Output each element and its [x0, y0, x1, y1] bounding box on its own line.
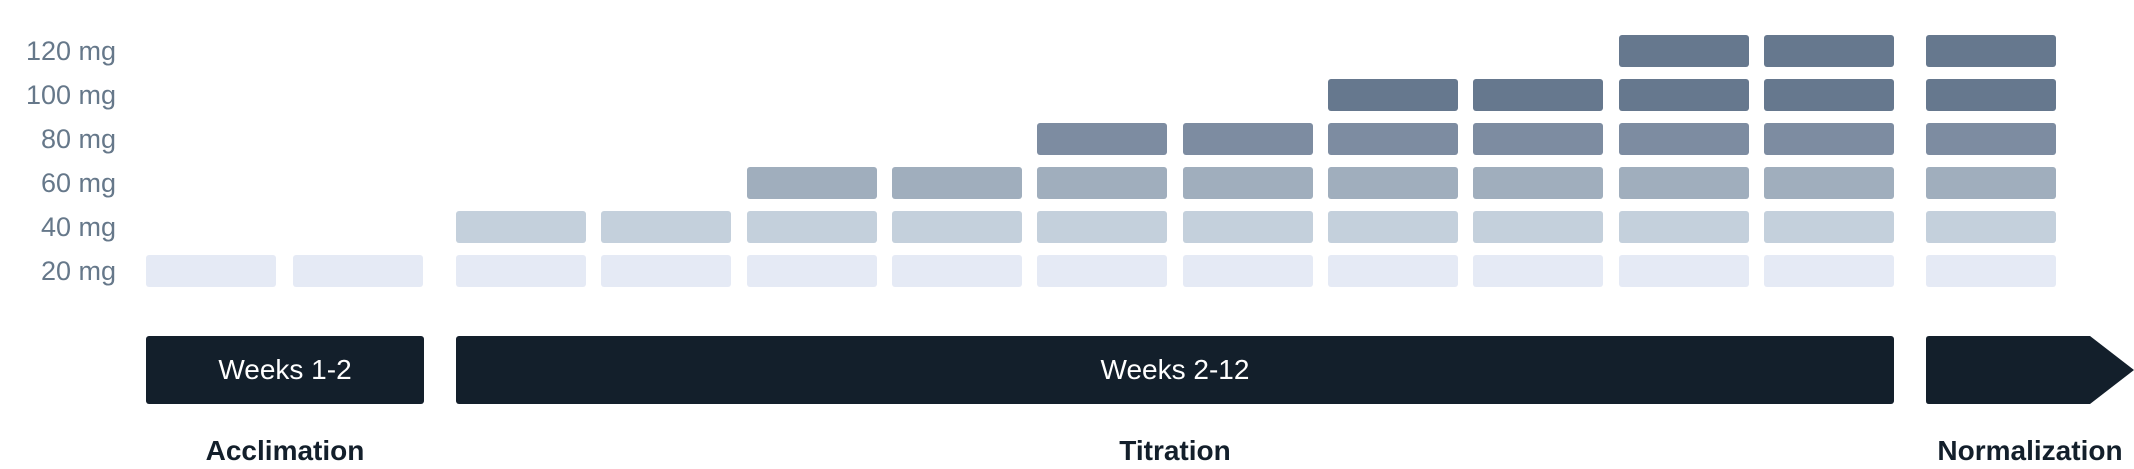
dose-block-40mg: [747, 211, 877, 243]
dose-block-60mg: [1183, 167, 1313, 199]
dose-label-80: 80 mg: [40, 124, 116, 154]
dose-block-40mg: [1183, 211, 1313, 243]
titration-weeks-label: Weeks 2-12: [1100, 354, 1250, 385]
dose-block-80mg: [1619, 123, 1749, 155]
dose-block-60mg: [892, 167, 1022, 199]
dose-block-20mg: [1473, 255, 1603, 287]
dose-label-60: 60 mg: [40, 168, 116, 198]
dose-block-60mg: [747, 167, 877, 199]
dose-label-40: 40 mg: [40, 212, 116, 242]
dose-block-20mg: [1926, 255, 2056, 287]
normalization-arrow-shape: [1926, 336, 2134, 404]
dose-block-80mg: [1328, 123, 1458, 155]
dose-block-60mg: [1926, 167, 2056, 199]
acclimation-weeks-label: Weeks 1-2: [218, 354, 352, 385]
dose-block-40mg: [1764, 211, 1894, 243]
normalization-arrow-bar: [1926, 336, 2134, 404]
dose-block-20mg: [146, 255, 276, 287]
dose-block-80mg: [1926, 123, 2056, 155]
dose-block-60mg: [1619, 167, 1749, 199]
dose-block-20mg: [892, 255, 1022, 287]
dose-block-80mg: [1183, 123, 1313, 155]
dose-block-40mg: [1328, 211, 1458, 243]
dose-block-20mg: [1037, 255, 1167, 287]
dose-block-80mg: [1037, 123, 1167, 155]
dose-block-20mg: [456, 255, 586, 287]
dose-label-100: 100 mg: [25, 80, 116, 110]
dose-block-40mg: [1926, 211, 2056, 243]
normalization-phase-name: Normalization: [1937, 435, 2123, 466]
acclimation-weeks-bar: Weeks 1-2: [146, 336, 424, 404]
dose-block-20mg: [1328, 255, 1458, 287]
dose-label-20: 20 mg: [40, 256, 116, 286]
dose-block-40mg: [892, 211, 1022, 243]
dose-block-100mg: [1619, 79, 1749, 111]
acclimation-phase-name: Acclimation: [205, 435, 365, 466]
dose-block-120mg: [1619, 35, 1749, 67]
dose-block-100mg: [1328, 79, 1458, 111]
dose-block-40mg: [1619, 211, 1749, 243]
dose-block-20mg: [1764, 255, 1894, 287]
dose-block-80mg: [1764, 123, 1894, 155]
dose-block-40mg: [601, 211, 731, 243]
dose-block-20mg: [293, 255, 423, 287]
dose-block-80mg: [1473, 123, 1603, 155]
dose-block-100mg: [1473, 79, 1603, 111]
dose-block-60mg: [1473, 167, 1603, 199]
dose-block-40mg: [1037, 211, 1167, 243]
dose-block-60mg: [1328, 167, 1458, 199]
dose-block-120mg: [1764, 35, 1894, 67]
dose-block-40mg: [456, 211, 586, 243]
dose-block-20mg: [1619, 255, 1749, 287]
dose-block-120mg: [1926, 35, 2056, 67]
dose-label-120: 120 mg: [25, 36, 116, 66]
titration-weeks-bar: Weeks 2-12: [456, 336, 1894, 404]
dose-block-20mg: [601, 255, 731, 287]
titration-phase-name: Titration: [1119, 435, 1231, 466]
dose-block-100mg: [1926, 79, 2056, 111]
dose-block-60mg: [1037, 167, 1167, 199]
dose-block-60mg: [1764, 167, 1894, 199]
dose-block-40mg: [1473, 211, 1603, 243]
dose-block-100mg: [1764, 79, 1894, 111]
dose-block-20mg: [1183, 255, 1313, 287]
dose-block-20mg: [747, 255, 877, 287]
